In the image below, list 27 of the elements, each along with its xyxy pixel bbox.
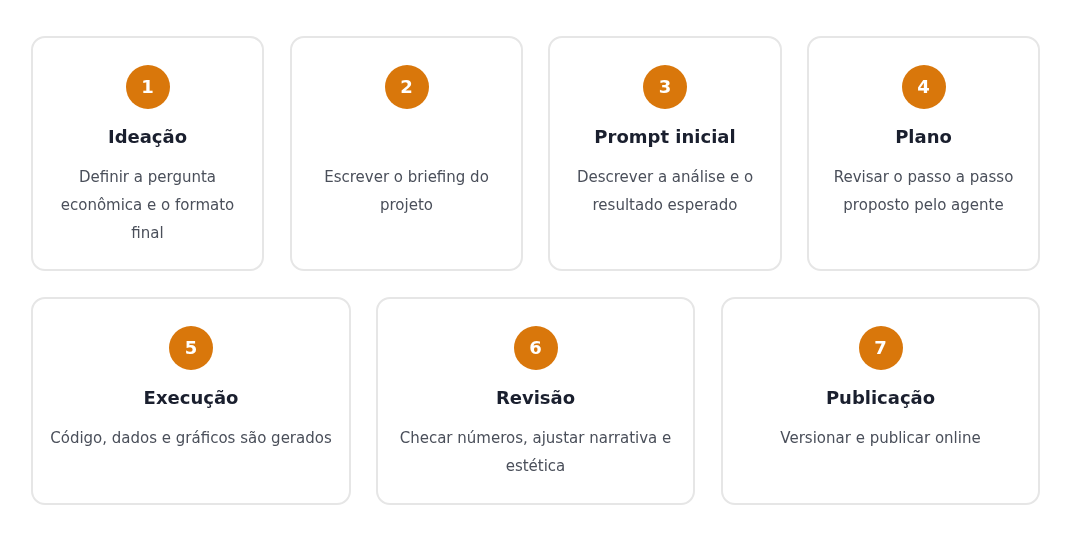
step-number: 3 <box>643 65 687 109</box>
step-card <box>31 297 351 505</box>
step-number: 7 <box>858 326 903 370</box>
step-card <box>376 297 695 505</box>
step-description: Definir a pergunta econômica e o formato final <box>59 167 236 244</box>
step-card <box>290 36 523 271</box>
step-description: Versionar e publicar online <box>779 428 982 449</box>
step-title: Publicação <box>824 387 937 408</box>
step-card <box>807 36 1040 271</box>
step-title: Revisão <box>494 387 577 408</box>
step-description: Descrever a análise e o resultado esperado <box>575 167 755 216</box>
step-number: 5 <box>169 326 213 370</box>
step-number: 2 <box>384 65 429 109</box>
step-title: Ideação <box>106 126 189 147</box>
step-card <box>31 36 264 271</box>
step-description: Escrever o briefing do projeto <box>323 167 490 216</box>
step-number: 1 <box>125 65 170 109</box>
step-description: Checar números, ajustar narrativa e estética <box>398 428 673 477</box>
step-description: Código, dados e gráficos são gerados <box>49 428 333 449</box>
step-number: 6 <box>513 326 558 370</box>
step-title: Execução <box>142 387 240 408</box>
step-description: Revisar o passo a passo proposto pelo agente <box>832 167 1015 216</box>
step-card <box>721 297 1040 505</box>
step-title: Plano <box>894 126 953 147</box>
step-number: 4 <box>901 65 946 109</box>
step-card <box>548 36 782 271</box>
step-title: Prompt inicial <box>593 126 737 147</box>
